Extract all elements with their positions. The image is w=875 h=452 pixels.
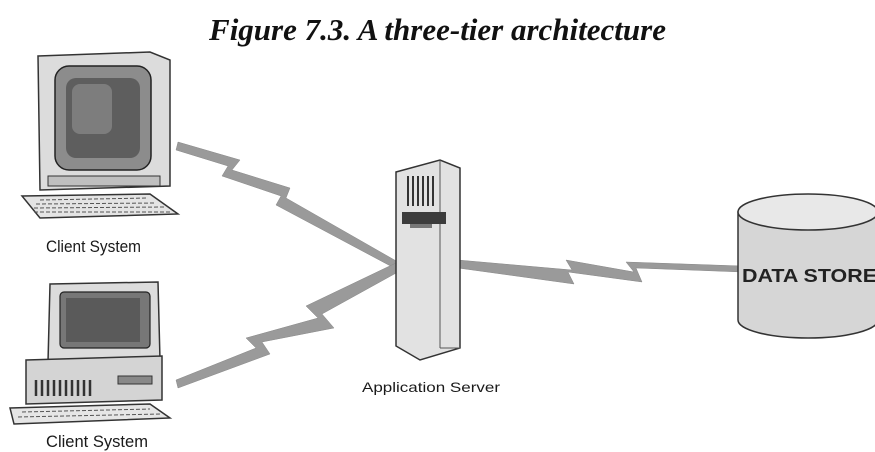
link-bottom-client-to-server bbox=[175, 261, 399, 389]
app-server-label: Application Server bbox=[362, 379, 500, 395]
client-computer-top: Client System bbox=[20, 51, 181, 256]
link-top-client-to-server bbox=[175, 141, 399, 271]
figure-title: Figure 7.3. A three-tier architecture bbox=[209, 12, 666, 47]
desktop-computer-icon bbox=[9, 281, 173, 425]
desktop-computer-icon bbox=[20, 51, 181, 219]
link-server-to-datastore bbox=[457, 259, 743, 285]
data-store: DATA STORE bbox=[737, 193, 875, 339]
client-computer-bottom: Client System bbox=[9, 281, 173, 451]
data-store-label: DATA STORE bbox=[742, 266, 875, 286]
client-bottom-label: Client System bbox=[46, 432, 148, 451]
database-cylinder-icon bbox=[737, 193, 875, 339]
application-server: Application Server bbox=[362, 159, 500, 395]
client-top-label: Client System bbox=[46, 237, 141, 256]
tower-server-icon bbox=[395, 159, 461, 361]
